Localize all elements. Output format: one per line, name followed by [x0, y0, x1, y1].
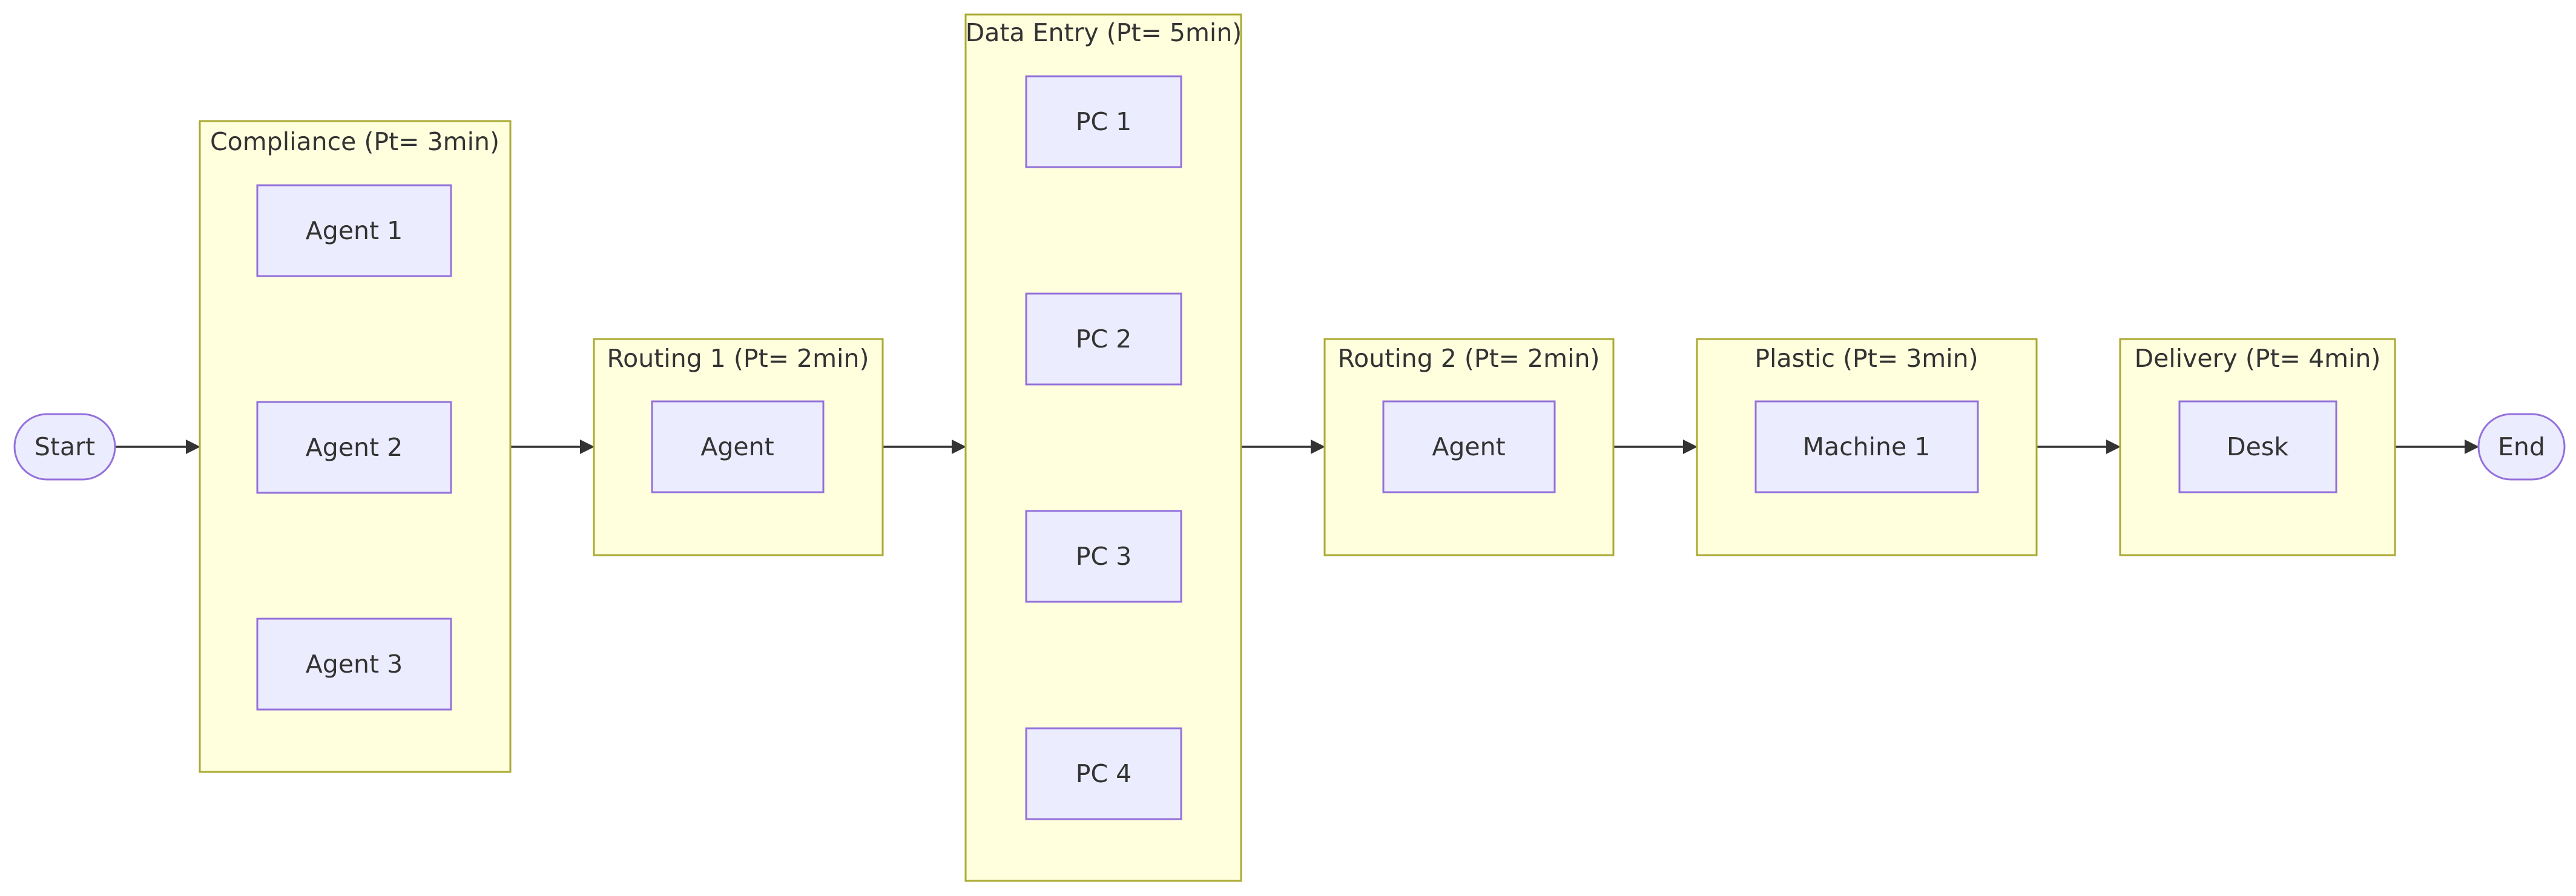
node-machine-1[interactable]: Machine 1: [1754, 400, 1979, 493]
end-node-shape: [2477, 413, 2566, 481]
node-desk[interactable]: Desk: [2178, 400, 2337, 493]
node-agent-3[interactable]: Agent 3: [256, 618, 452, 711]
node-machine-1-label: Machine 1: [1803, 432, 1931, 461]
cluster-compliance: Compliance (Pt= 3min) Agent 1 Agent 2 Ag…: [199, 120, 512, 773]
node-agent-1-label: Agent 1: [306, 216, 403, 245]
node-routing-1-agent-shape: [651, 400, 825, 493]
node-pc-3-label: PC 3: [1076, 542, 1132, 571]
node-agent-2[interactable]: Agent 2: [256, 401, 452, 494]
arrowhead-plastic-to-delivery: [2106, 440, 2121, 454]
node-machine-1-shape: [1754, 400, 1979, 493]
cluster-delivery: Delivery (Pt= 4min) Desk: [2119, 338, 2396, 556]
node-pc-1[interactable]: PC 1: [1025, 75, 1182, 168]
node-desk-shape: [2178, 400, 2337, 493]
start-node-label: Start: [35, 432, 95, 461]
cluster-data-entry: Data Entry (Pt= 5min) PC 1 PC 2 PC 3 PC …: [964, 13, 1242, 882]
node-pc-2-label: PC 2: [1076, 324, 1132, 354]
cluster-delivery-title: Delivery (Pt= 4min): [2135, 344, 2381, 373]
node-agent-3-label: Agent 3: [306, 650, 403, 679]
node-pc-2[interactable]: PC 2: [1025, 292, 1182, 386]
cluster-routing-2-title: Routing 2 (Pt= 2min): [1338, 344, 1600, 373]
node-routing-2-agent[interactable]: Agent: [1382, 400, 1556, 493]
cluster-plastic-title: Plastic (Pt= 3min): [1754, 344, 1978, 373]
node-pc-1-label: PC 1: [1076, 107, 1132, 136]
node-routing-1-agent[interactable]: Agent: [651, 400, 825, 493]
cluster-plastic: Plastic (Pt= 3min) Machine 1: [1696, 338, 2038, 556]
node-pc-2-shape: [1025, 292, 1182, 386]
end-node[interactable]: End: [2477, 413, 2566, 481]
arrowhead-delivery-to-end: [2465, 440, 2479, 454]
node-pc-3-shape: [1025, 510, 1182, 603]
node-agent-2-label: Agent 2: [306, 433, 403, 462]
cluster-compliance-title: Compliance (Pt= 3min): [210, 127, 499, 156]
node-agent-1[interactable]: Agent 1: [256, 184, 452, 277]
start-node-shape: [13, 413, 116, 481]
node-desk-label: Desk: [2227, 432, 2288, 461]
node-agent-3-shape: [256, 618, 452, 711]
arrowhead-start-to-compliance: [186, 440, 200, 454]
node-pc-1-shape: [1025, 75, 1182, 168]
node-pc-4-label: PC 4: [1076, 759, 1132, 788]
start-node[interactable]: Start: [13, 413, 116, 481]
arrowhead-routing1-to-dataentry: [952, 440, 966, 454]
cluster-routing-2: Routing 2 (Pt= 2min) Agent: [1323, 338, 1615, 556]
cluster-routing-1-title: Routing 1 (Pt= 2min): [607, 344, 869, 373]
node-pc-4-shape: [1025, 727, 1182, 820]
node-routing-2-agent-label: Agent: [1432, 432, 1505, 461]
node-pc-3[interactable]: PC 3: [1025, 510, 1182, 603]
cluster-data-entry-title: Data Entry (Pt= 5min): [966, 18, 1242, 47]
cluster-routing-1: Routing 1 (Pt= 2min) Agent: [593, 338, 884, 556]
arrowhead-routing2-to-plastic: [1683, 440, 1698, 454]
node-pc-4[interactable]: PC 4: [1025, 727, 1182, 820]
arrowhead-dataentry-to-routing2: [1311, 440, 1325, 454]
arrowhead-compliance-to-routing1: [580, 440, 595, 454]
node-routing-2-agent-shape: [1382, 400, 1556, 493]
node-agent-1-shape: [256, 184, 452, 277]
end-node-label: End: [2498, 432, 2545, 461]
node-agent-2-shape: [256, 401, 452, 494]
node-routing-1-agent-label: Agent: [700, 432, 774, 461]
